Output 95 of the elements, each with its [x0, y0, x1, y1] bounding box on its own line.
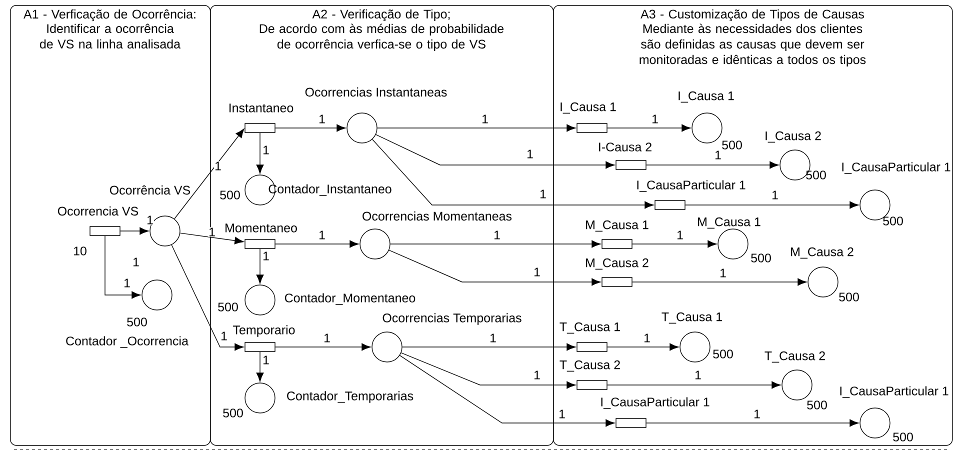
- count-label: 500: [807, 400, 827, 410]
- node-label: I_Causa 1: [560, 102, 616, 114]
- edge-label: 1: [676, 230, 684, 240]
- edge-label: 1: [262, 251, 270, 261]
- arrow: [372, 139, 654, 209]
- edge-label: 1: [533, 370, 541, 380]
- edge-label: 1: [558, 409, 566, 419]
- count-label: 500: [893, 432, 913, 442]
- count-label: 500: [223, 408, 243, 418]
- count-label: 500: [751, 254, 771, 262]
- edge-label: 1: [771, 190, 779, 200]
- edge-label: 1: [323, 333, 331, 343]
- arrow: [120, 227, 149, 235]
- edge-label: 1: [214, 161, 222, 171]
- node-label: Ocorrência VS: [110, 185, 190, 195]
- edge-label: 1: [719, 268, 727, 278]
- edge-label: 1: [714, 150, 722, 160]
- arrow: [400, 352, 576, 389]
- count-label: 500: [218, 302, 238, 312]
- arrow: [256, 132, 264, 174]
- node-label: I_CausaParticular 1: [637, 180, 746, 192]
- arrow: [399, 355, 615, 427]
- arrow: [180, 232, 244, 244]
- weight-label: 1: [133, 258, 139, 266]
- arrow: [646, 161, 779, 169]
- edge-label: 1: [489, 333, 497, 343]
- arrow: [275, 240, 359, 248]
- node-label: T_Causa 2: [560, 360, 620, 372]
- edge-label: 1: [318, 114, 326, 124]
- count-label: 500: [839, 292, 859, 302]
- edge-label: 1: [146, 215, 154, 225]
- node-label: I_Causa 1: [678, 91, 734, 103]
- node-label: Ocorrencia VS: [58, 206, 138, 216]
- arrow: [402, 343, 576, 351]
- count-label: 10: [74, 246, 86, 256]
- edge-label: 1: [220, 331, 228, 341]
- node-label: Ocorrencias Momentaneas: [362, 211, 512, 221]
- node-label: M_Causa 2: [791, 247, 854, 259]
- count-label: 500: [806, 170, 826, 180]
- edge-label: 1: [753, 409, 761, 419]
- arrow: [388, 250, 601, 286]
- node-label: Ocorrencias Instantaneas: [305, 87, 447, 97]
- node-label: I-Causa 2: [599, 142, 652, 152]
- edge-label: 1: [481, 114, 489, 124]
- arrow: [607, 343, 679, 351]
- arrow: [377, 124, 576, 132]
- node-label: Contador_Momentaneo: [284, 293, 416, 305]
- arrow: [275, 124, 346, 132]
- edge-label: 1: [651, 114, 659, 124]
- node-label: Ocorrencias Temporarias: [382, 313, 522, 325]
- arrow: [256, 352, 264, 382]
- arrow: [632, 278, 807, 286]
- edge-label: 1: [262, 145, 270, 155]
- arrow: [685, 201, 859, 209]
- edge-label: 1: [526, 149, 534, 159]
- node-label: T_Causa 1: [662, 312, 722, 324]
- count-label: 500: [722, 140, 742, 150]
- node-label: Instantaneo: [230, 104, 294, 112]
- arrow: [390, 240, 601, 248]
- count-label: 500: [220, 190, 240, 200]
- node-label: I_CausaParticular 1: [601, 397, 710, 409]
- node-label: I_CausaParticular 1: [840, 386, 948, 398]
- arrow: [607, 124, 691, 132]
- edge-label: 1: [694, 370, 702, 380]
- node-label: T_Causa 1: [560, 322, 620, 334]
- arrow: [632, 240, 717, 248]
- node-label: Contador_Temporarias: [287, 391, 414, 403]
- edge-label: 1: [318, 230, 326, 240]
- edge-label: 1: [493, 230, 501, 240]
- edge-label: 1: [123, 278, 131, 288]
- arrow: [646, 419, 859, 427]
- node-label: Temporario: [233, 325, 295, 337]
- count-label: 500: [883, 216, 903, 226]
- node-label: I_Causa 2: [766, 131, 821, 143]
- arrow: [174, 128, 244, 220]
- edge-label: 1: [539, 189, 547, 199]
- node-label: M_Causa 1: [586, 220, 648, 232]
- node-label: M_Causa 1: [698, 217, 760, 229]
- node-label: M_Causa 2: [586, 258, 648, 270]
- edge-label: 1: [643, 333, 651, 343]
- arrow: [376, 134, 615, 169]
- count-label: 500: [713, 350, 733, 358]
- edge-label: 1: [208, 227, 216, 237]
- arrow: [607, 381, 781, 389]
- edge-label: 1: [262, 355, 270, 365]
- node-label: Contador _Ocorrencia: [66, 336, 188, 348]
- node-label: Momentaneo: [226, 224, 297, 232]
- arrow: [171, 244, 244, 351]
- edge-label: 1: [533, 267, 541, 277]
- node-label: I_CausaParticular 1: [842, 162, 950, 174]
- arrow: [104, 236, 141, 299]
- arrow: [275, 343, 371, 351]
- count-label: 500: [127, 318, 147, 326]
- node-label: T_Causa 2: [764, 351, 825, 363]
- arrow: [256, 248, 264, 284]
